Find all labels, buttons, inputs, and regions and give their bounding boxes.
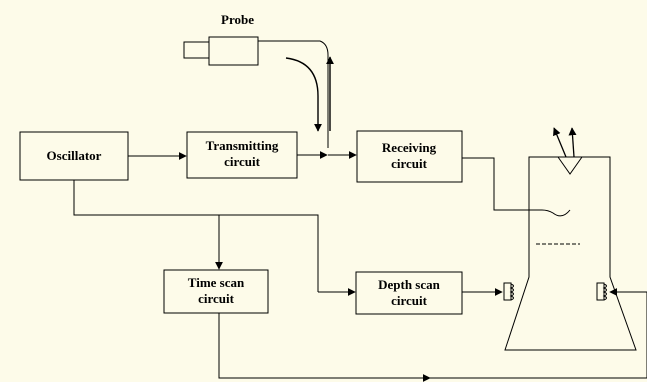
time-scan-to-right-coil-line bbox=[218, 292, 647, 379]
transmitting-circuit-label-line1: Transmitting bbox=[206, 138, 279, 153]
probe-icon bbox=[183, 36, 259, 66]
time-scan-circuit-label-line1: Time scan bbox=[188, 275, 245, 290]
time-scan-circuit-box bbox=[163, 269, 269, 314]
crt-tube bbox=[504, 127, 637, 351]
depth-scan-circuit-label-line1: Depth scan bbox=[378, 277, 441, 292]
receiving-circuit-label-line2: circuit bbox=[391, 156, 428, 171]
probe-label: Probe bbox=[221, 12, 254, 27]
probe-to-junction-line bbox=[258, 40, 329, 148]
receiving-to-crt-line bbox=[462, 157, 542, 211]
receiving-circuit-label-line1: Receiving bbox=[382, 140, 437, 155]
oscillator-label: Oscillator bbox=[47, 148, 102, 163]
oscillator-branch-line bbox=[73, 180, 319, 292]
depth-scan-circuit-box bbox=[355, 271, 463, 315]
time-scan-circuit-label-line2: circuit bbox=[198, 291, 235, 306]
receiving-circuit-box bbox=[356, 130, 463, 183]
transmitting-circuit-label-line2: circuit bbox=[224, 154, 261, 169]
left-coil-icon bbox=[503, 282, 514, 301]
depth-scan-circuit-label-line2: circuit bbox=[391, 293, 428, 308]
crt-echo-trace bbox=[541, 209, 571, 217]
probe-down-arrow bbox=[285, 57, 322, 132]
right-coil-icon bbox=[596, 282, 607, 301]
